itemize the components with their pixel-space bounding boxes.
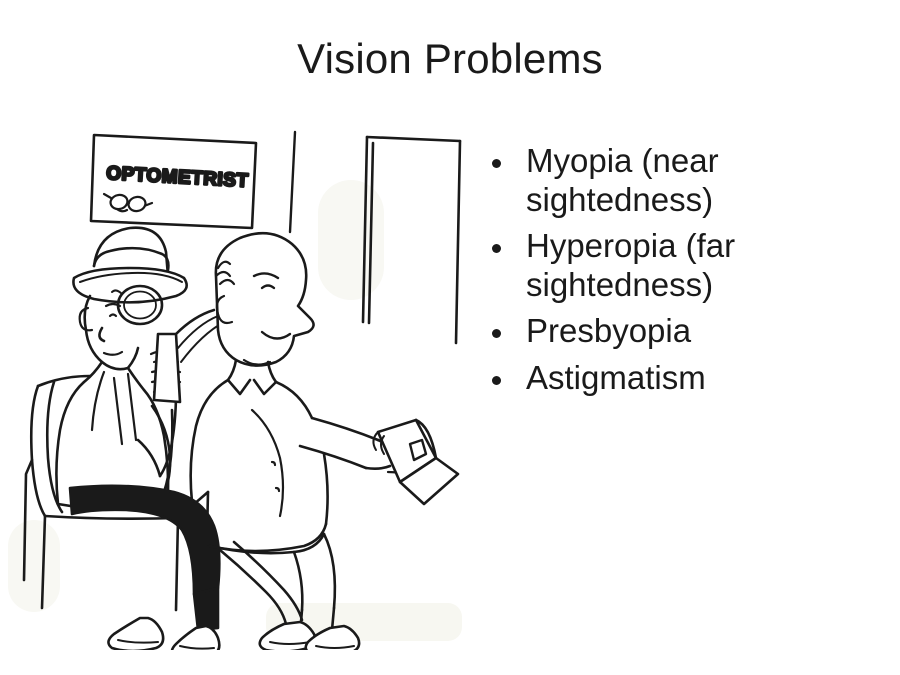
close-held-paper bbox=[152, 308, 225, 404]
bald-man-collar bbox=[226, 358, 278, 396]
waiting-room-cartoon-illustration: OPTOMETRIST bbox=[18, 110, 480, 650]
vision-problems-list: Myopia (near sightedness) Hyperopia (far… bbox=[492, 142, 892, 406]
hat-man-head bbox=[78, 284, 164, 371]
sign-label: OPTOMETRIST bbox=[106, 163, 249, 192]
eyeglasses-doodle-icon bbox=[102, 192, 154, 213]
hat-man-shoes bbox=[107, 616, 221, 650]
wall-corner-line bbox=[288, 130, 297, 234]
bullet-dot-icon bbox=[492, 376, 501, 386]
bald-man-shoes bbox=[258, 620, 361, 650]
bullet-dot-icon bbox=[492, 329, 501, 339]
man-with-hat-nearsighted bbox=[22, 226, 225, 650]
page-title: Vision Problems bbox=[297, 35, 603, 82]
bald-man-head bbox=[214, 231, 315, 367]
bullet-dot-icon bbox=[492, 244, 501, 254]
doorway-frame bbox=[361, 135, 462, 345]
list-item: Presbyopia bbox=[492, 312, 892, 351]
straw-hat bbox=[72, 226, 188, 304]
list-item: Hyperopia (far sightedness) bbox=[492, 227, 892, 304]
held-magazine bbox=[372, 418, 460, 506]
bald-man-farsighted bbox=[189, 231, 460, 650]
list-item: Astigmatism bbox=[492, 359, 892, 398]
list-item-label: Astigmatism bbox=[526, 359, 706, 397]
list-item-label: Myopia (near sightedness) bbox=[526, 142, 719, 218]
list-item-label: Hyperopia (far sightedness) bbox=[526, 227, 736, 303]
bald-man-legs bbox=[208, 532, 337, 636]
optometrist-sign: OPTOMETRIST bbox=[89, 133, 258, 230]
list-item: Myopia (near sightedness) bbox=[492, 142, 892, 219]
hat-man-trousers bbox=[68, 484, 221, 632]
bullet-dot-icon bbox=[492, 159, 501, 168]
monocle-magnifier-icon bbox=[111, 284, 164, 326]
list-item-label: Presbyopia bbox=[526, 312, 692, 350]
